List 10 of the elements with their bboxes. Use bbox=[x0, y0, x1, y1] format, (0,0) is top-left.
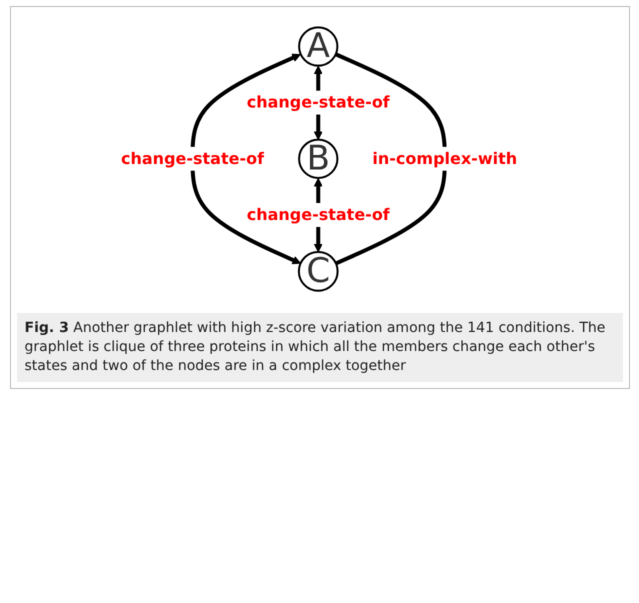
edge-label: change-state-of bbox=[247, 92, 390, 112]
edge-label: change-state-of bbox=[121, 148, 265, 168]
node-circle: B bbox=[298, 138, 339, 179]
arrow bbox=[190, 54, 302, 264]
edge-label: in-complex-with bbox=[372, 148, 518, 168]
caption: Fig. 3 Another graphlet with high z-score variation among the 141 conditions. The graphlet is clique of three proteins in which all the members change each other's states and two of the nodes are in a complex together bbox=[16, 312, 622, 382]
node-circle: C bbox=[298, 250, 340, 292]
node-circle: A bbox=[298, 26, 339, 67]
edge-label: change-state-of bbox=[247, 204, 390, 224]
connector bbox=[335, 52, 448, 266]
